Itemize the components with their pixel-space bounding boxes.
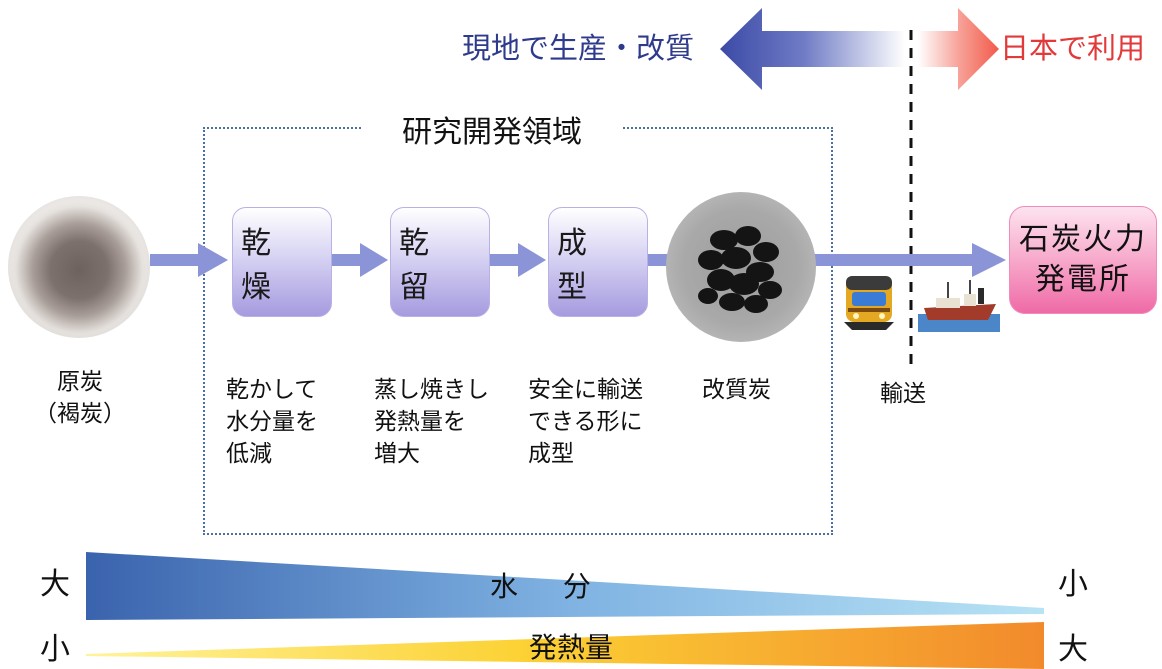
upgraded-coal-image [666,192,816,342]
heat-wedge [86,622,1044,669]
power-plant-label: 石炭火力 発電所 [1019,222,1147,297]
japan-use-label: 日本で利用 [1000,31,1146,65]
boundary-dashed-line [909,30,913,370]
raw-coal-caption: 原炭 （褐炭） [34,369,126,427]
flow-arrow [332,243,388,277]
carbonization-label: 乾 留 [399,226,437,305]
japan-direction-arrow [918,8,999,90]
gradient-wedges [86,552,1044,669]
drying-process-box: 乾 燥 [232,207,332,317]
direction-arrows [720,8,999,90]
local-production-label: 現地で生産・改質 [462,31,695,65]
forming-process-box: 成 型 [548,207,648,317]
heat-low-label: 小 [40,632,70,667]
forming-caption: 安全に輸送 できる形に 成型 [528,377,643,467]
carbonization-process-box: 乾 留 [390,207,490,317]
moisture-high-label: 大 [40,567,70,602]
research-region-title: 研究開発領域 [362,113,622,153]
heat-high-label: 大 [1058,632,1088,667]
train-icon [844,276,894,330]
moisture-wedge [86,552,1044,620]
flow-arrow [648,254,668,266]
forming-label: 成 型 [557,226,595,305]
carbonization-caption: 蒸し焼きし 発熱量を 増大 [374,377,489,467]
heat-label: 発熱量 [529,631,614,664]
coal-briquettes [698,226,782,313]
moisture-label: 水 分 [490,570,609,603]
local-direction-arrow [720,8,905,90]
flow-arrow [150,243,228,277]
process-flow-arrows [150,243,1006,277]
moisture-low-label: 小 [1058,567,1088,602]
upgraded-coal-caption: 改質炭 [702,377,771,403]
drying-caption: 乾かして 水分量を 低減 [226,377,318,467]
ship-icon [918,280,1000,332]
transport-caption: 輸送 [880,381,926,407]
raw-coal-image [8,196,150,338]
power-plant-box: 石炭火力 発電所 [1009,206,1157,314]
drying-label: 乾 燥 [241,226,279,305]
flow-arrow [490,243,546,277]
flow-arrow [814,243,1006,277]
